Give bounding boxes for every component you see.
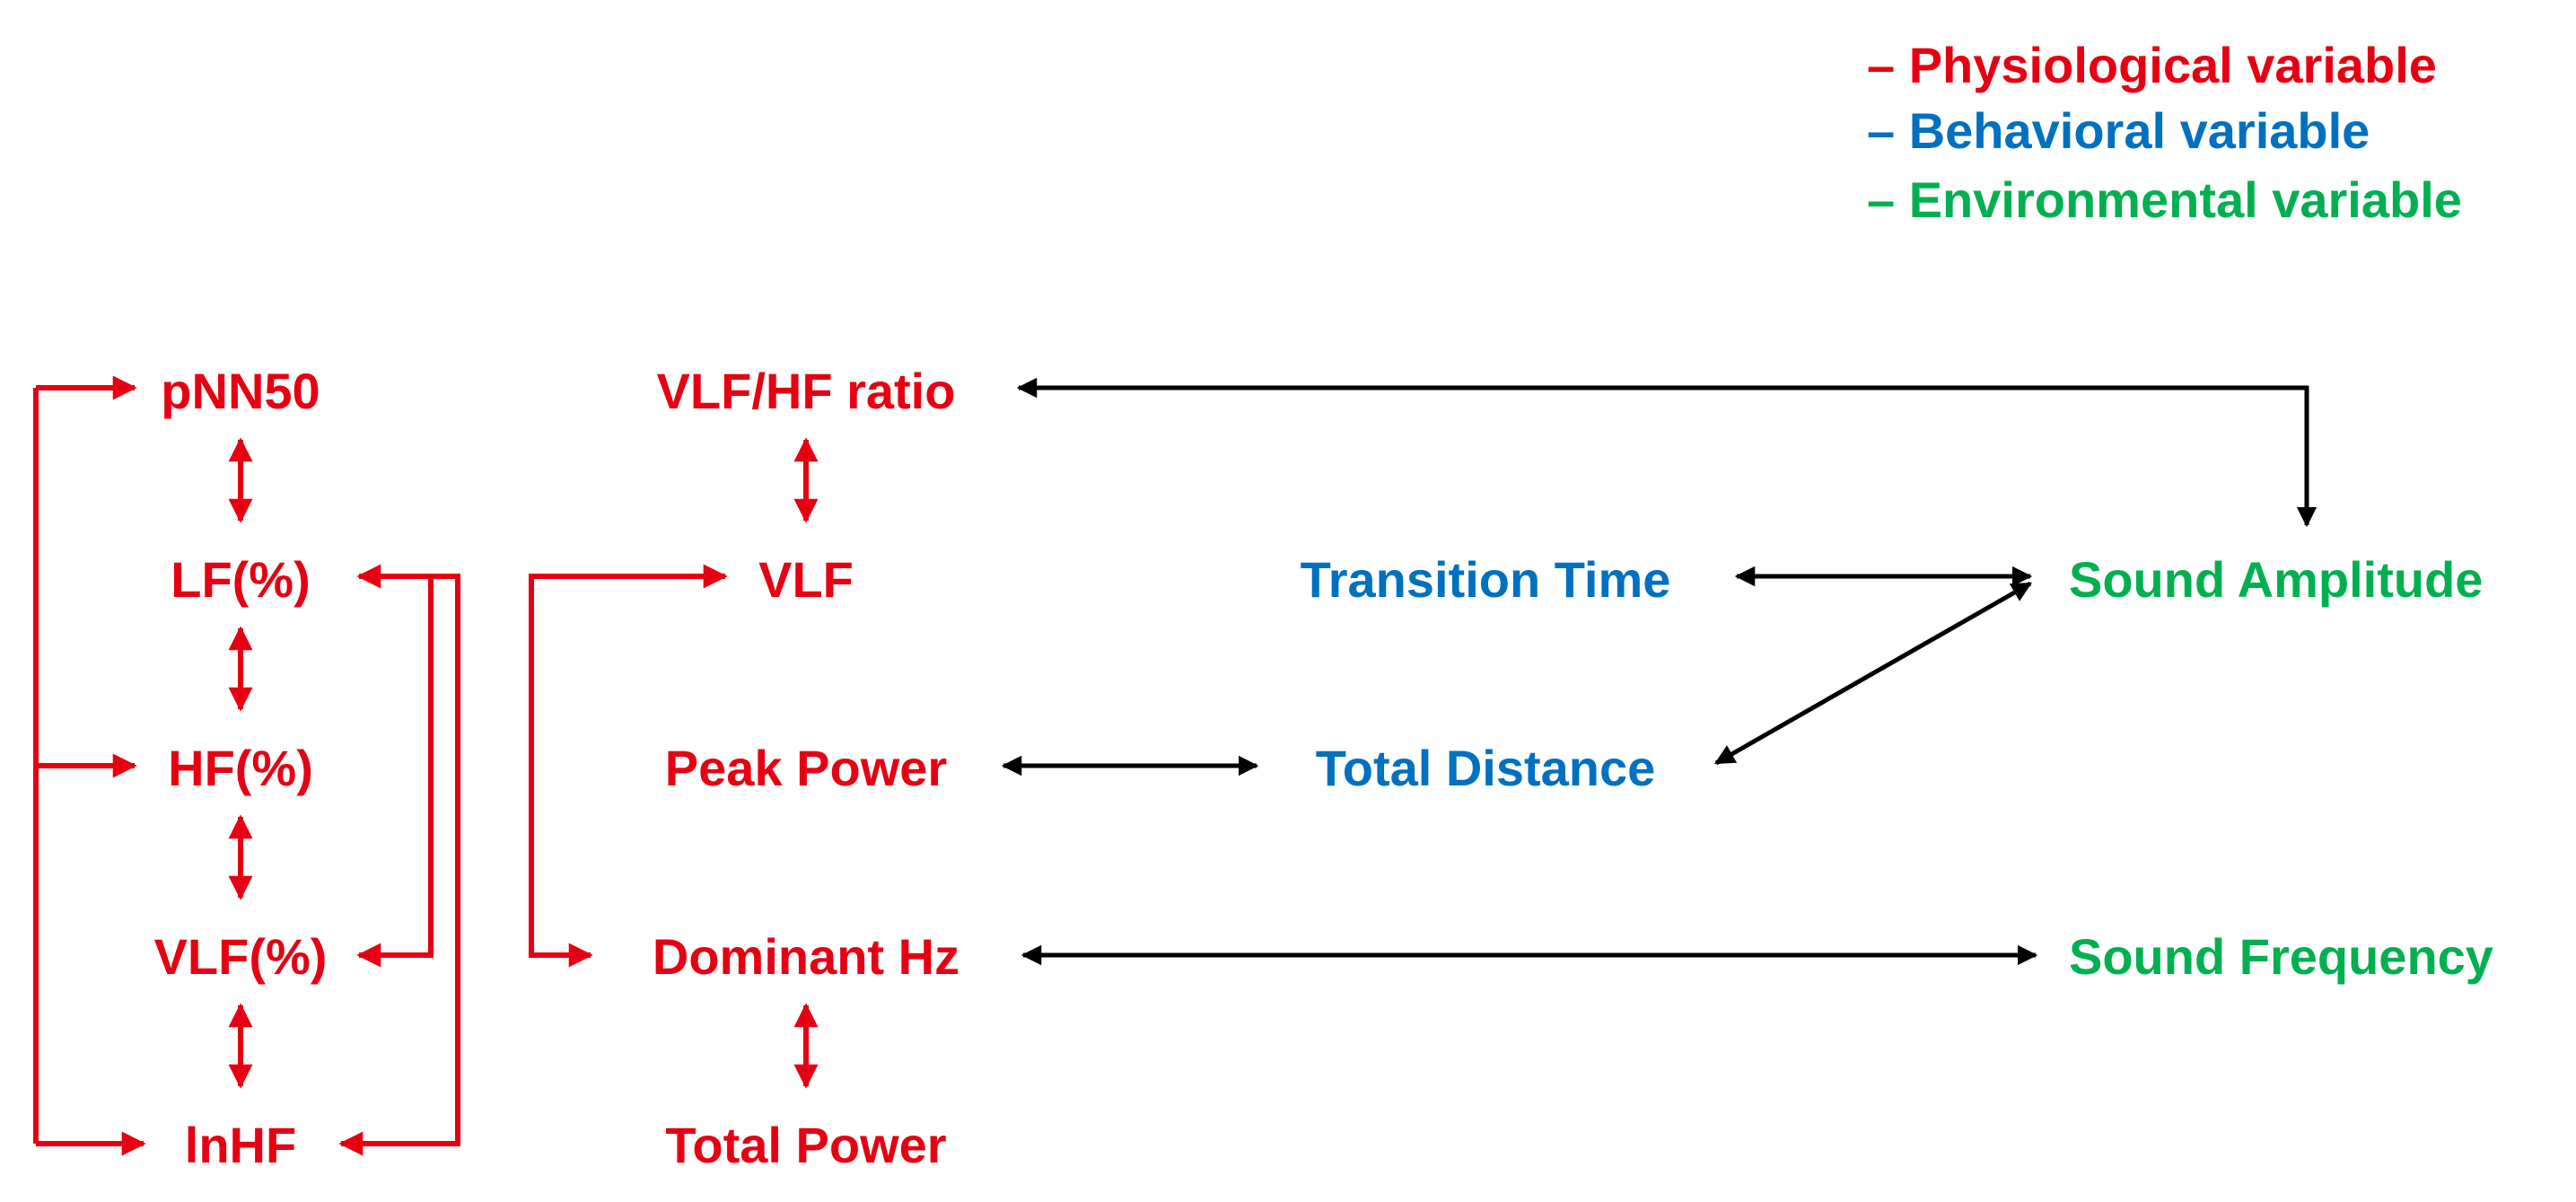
node-vlf-hf-ratio: VLF/HF ratio [657,363,956,419]
behavioral-nodes: Transition Time Total Distance [1301,551,1671,796]
left-bracket-links [33,375,146,1156]
cross-domain-links [1001,377,2318,966]
node-vlf: VLF [758,551,854,608]
node-lnhf: lnHF [185,1117,296,1173]
node-transition-time: Transition Time [1301,551,1671,608]
node-sound-frequency: Sound Frequency [2069,928,2493,985]
bracket-lf-lnhf [338,564,460,1156]
node-sound-amplitude: Sound Amplitude [2069,551,2483,608]
node-vlf-pct: VLF(%) [154,928,328,985]
bracket-vlf-dominant [529,564,728,968]
link-vlfhf-sound-amplitude [1016,377,2318,528]
legend-physiological: – Physiological variable [1867,37,2437,93]
node-total-distance: Total Distance [1316,740,1656,796]
environmental-nodes: Sound Amplitude Sound Frequency [2069,551,2493,985]
link-distance-sound-amplitude [1714,581,2032,766]
middle-column-links [529,437,819,1089]
legend: – Physiological variable – Behavioral va… [1867,37,2462,228]
left-column: pNN50 LF(%) HF(%) VLF(%) lnHF [154,363,328,1173]
node-peak-power: Peak Power [665,740,947,796]
right-bracket-links [338,564,460,1156]
bracket-lf-vlf-pct [356,576,434,968]
node-hf-pct: HF(%) [168,740,313,796]
node-total-power: Total Power [665,1117,946,1173]
node-dominant-hz: Dominant Hz [653,928,959,985]
node-pnn50: pNN50 [161,363,320,419]
node-lf-pct: LF(%) [171,551,311,608]
legend-environmental: – Environmental variable [1867,171,2462,228]
legend-behavioral: – Behavioral variable [1867,102,2370,159]
